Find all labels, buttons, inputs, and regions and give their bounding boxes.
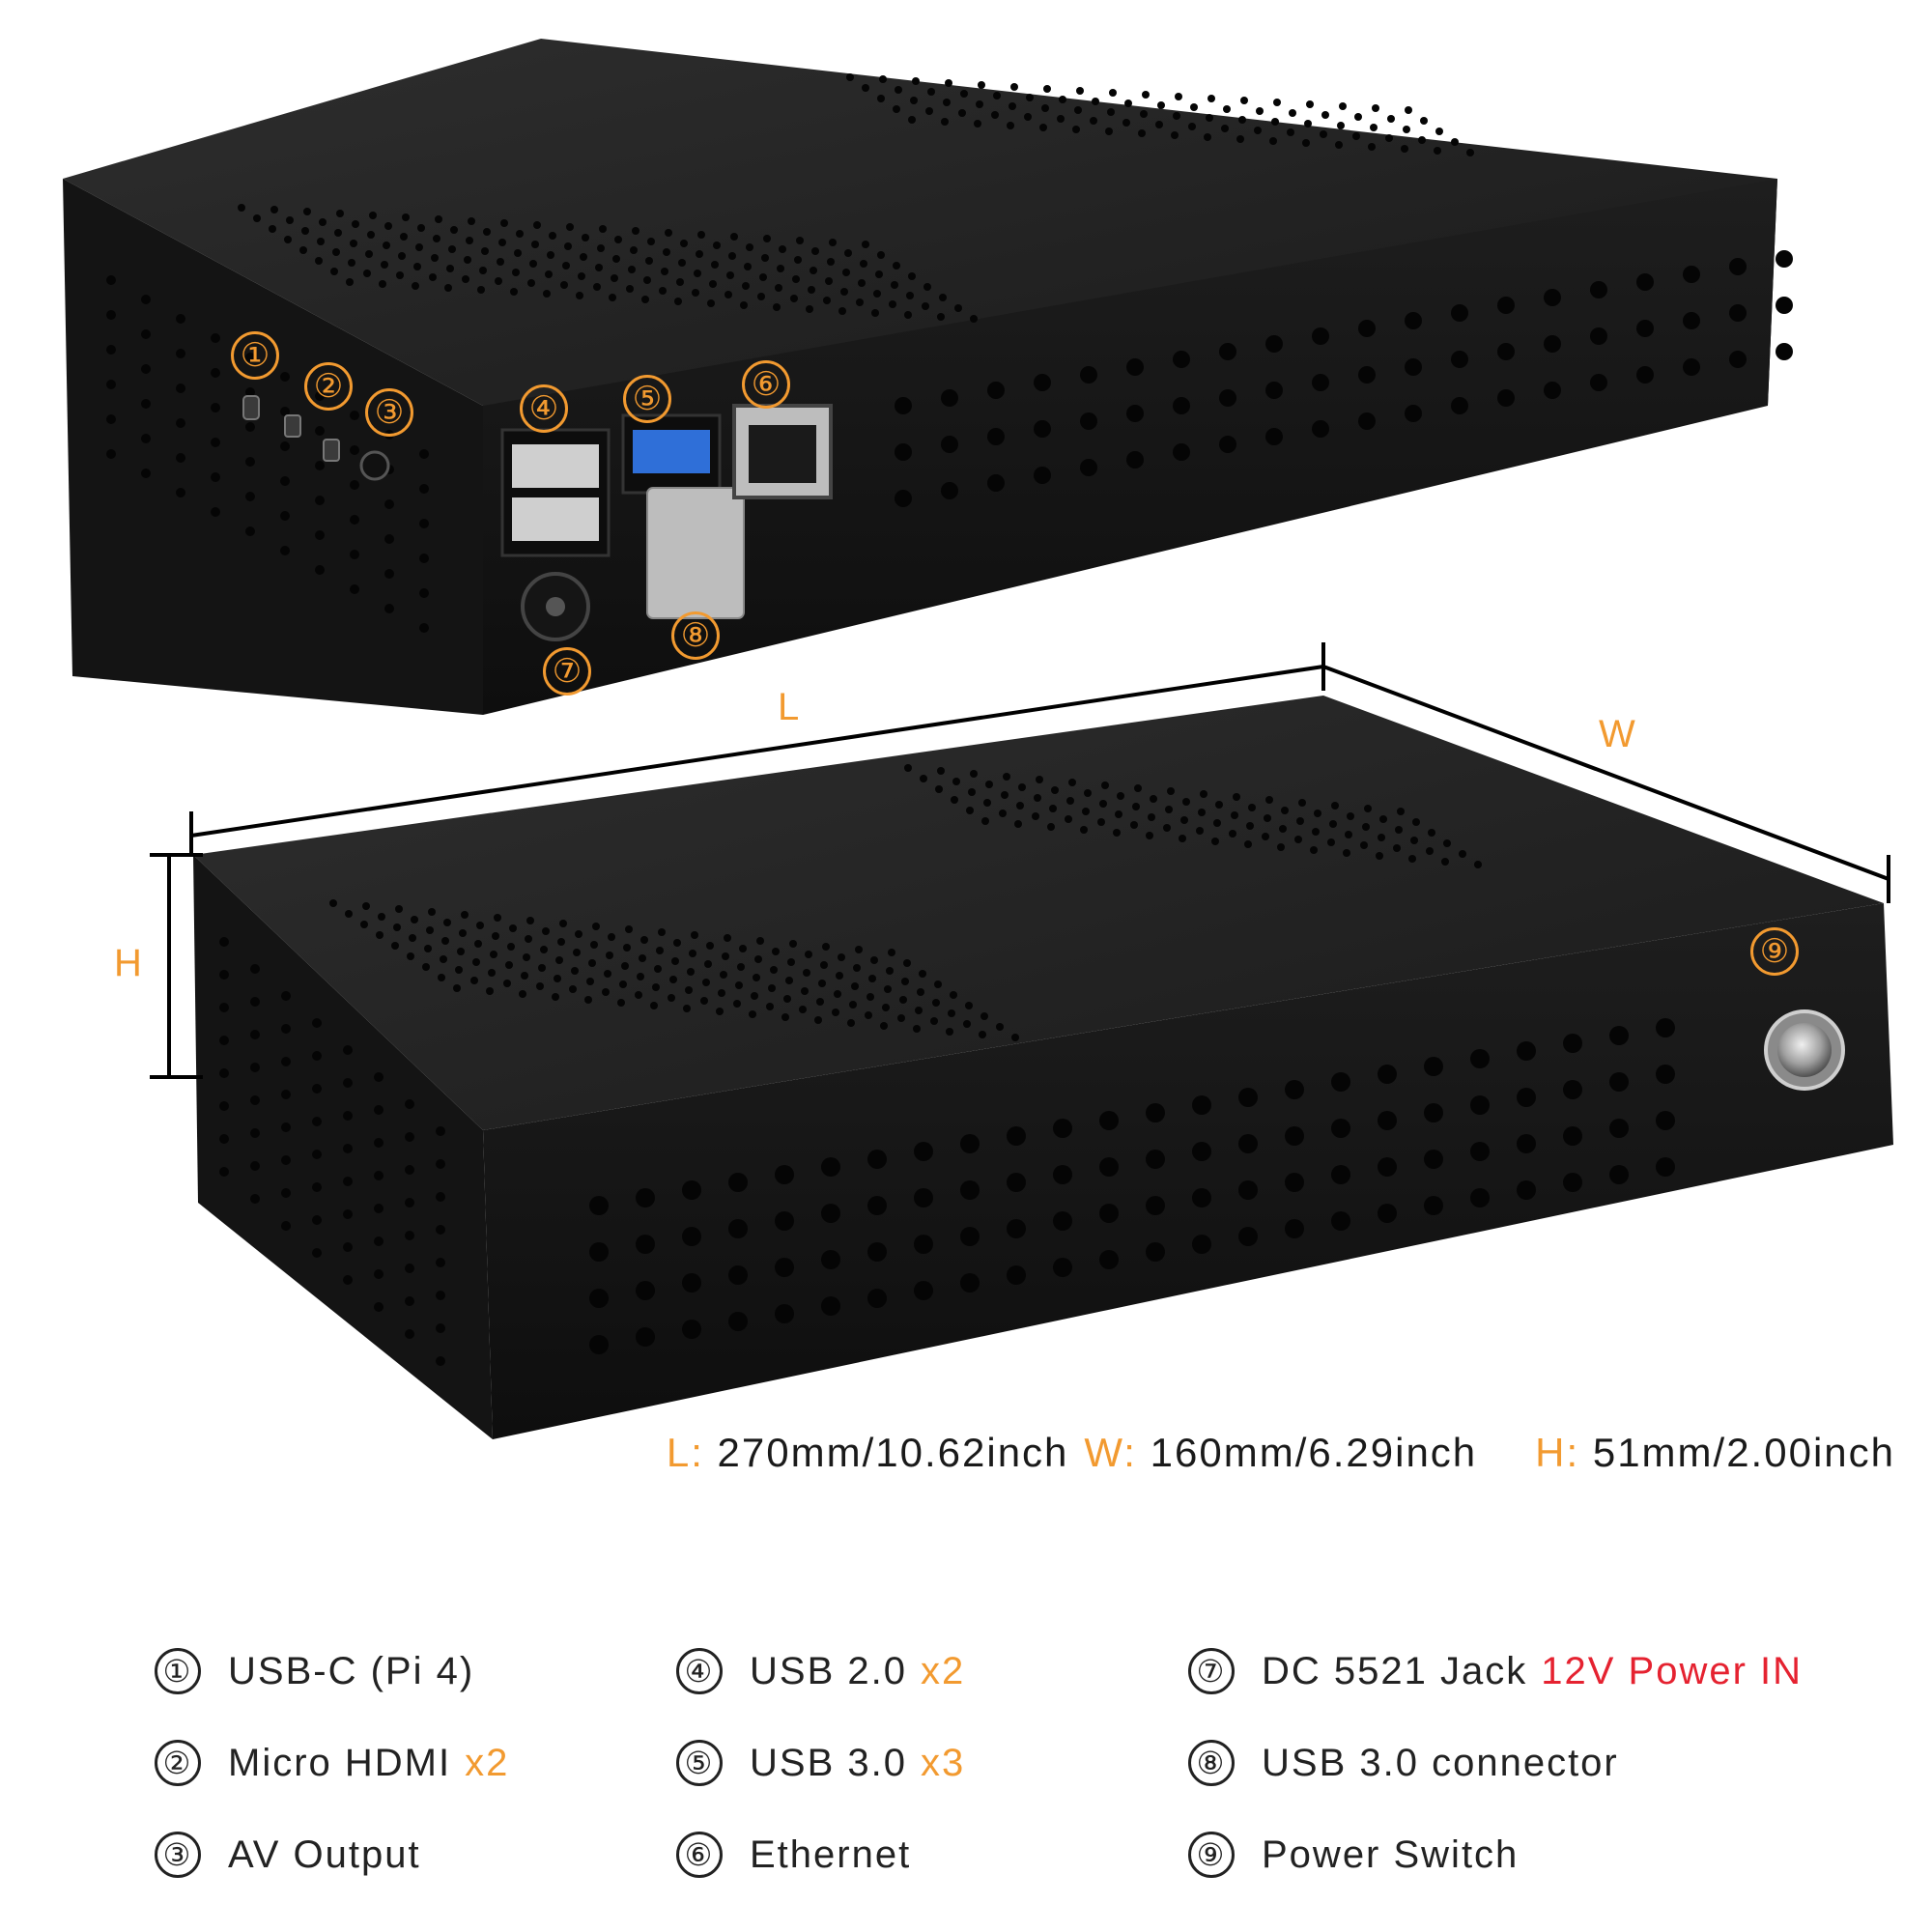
dc-jack-pin (546, 597, 565, 616)
legend-extra: x2 (465, 1741, 510, 1784)
legend-label: USB 2.0 (750, 1649, 907, 1692)
ethernet-port-inner (749, 425, 816, 483)
dim-w-key: W: (1084, 1430, 1137, 1475)
product-figure (63, 39, 1893, 1439)
legend-number: ⑦ (1188, 1648, 1235, 1694)
rear-case-left-side (63, 179, 483, 715)
dim-h: H: 51mm/2.00inch (1535, 1430, 1895, 1476)
micro-hdmi-port-2 (323, 439, 340, 462)
legend-label: USB 3.0 connector (1262, 1741, 1619, 1784)
dim-h-key: H: (1535, 1430, 1580, 1475)
callout-7: ⑦ (543, 647, 591, 696)
legend-number: ④ (676, 1648, 723, 1694)
micro-hdmi-port-1 (284, 414, 301, 438)
dimensions-readout: L: 270mm/10.62inch W: 160mm/6.29inch H: … (0, 1430, 1895, 1488)
legend-number: ⑧ (1188, 1740, 1235, 1786)
dim-w-value: 160mm/6.29inch (1150, 1430, 1478, 1475)
legend-number: ⑤ (676, 1740, 723, 1786)
legend-item-usb2: ④ USB 2.0 x2 (676, 1623, 1188, 1719)
usb3-port (633, 430, 710, 473)
legend-item-dc-jack: ⑦ DC 5521 Jack 12V Power IN (1188, 1623, 1855, 1719)
rear-top-vent-holes (238, 73, 1474, 323)
port-legend: ① USB-C (Pi 4) ④ USB 2.0 x2 ⑦ DC 5521 Ja… (155, 1623, 1855, 1913)
callout-3: ③ (365, 388, 413, 437)
legend-item-usb3-connector: ⑧ USB 3.0 connector (1188, 1719, 1855, 1806)
callout-2: ② (304, 362, 353, 411)
front-case-top (193, 696, 1884, 1130)
legend-extra: 12V Power IN (1541, 1649, 1804, 1692)
dimension-lines (150, 642, 1890, 1079)
dim-l-value: 270mm/10.62inch (717, 1430, 1069, 1475)
callout-6: ⑥ (742, 360, 790, 409)
legend-extra: x2 (920, 1649, 966, 1692)
legend-label: USB 3.0 (750, 1741, 907, 1784)
rear-back-vent-holes (895, 250, 1793, 507)
legend-item-ethernet: ⑥ Ethernet (676, 1806, 1188, 1903)
dimension-letter-l: L (778, 686, 800, 728)
legend-label: DC 5521 Jack (1262, 1649, 1528, 1692)
legend-number: ⑨ (1188, 1832, 1235, 1878)
dim-l-key: L: (666, 1430, 704, 1475)
legend-number: ⑥ (676, 1832, 723, 1878)
legend-label: Micro HDMI (228, 1741, 452, 1784)
legend-number: ② (155, 1740, 201, 1786)
callout-4: ④ (520, 384, 568, 433)
legend-number: ① (155, 1648, 201, 1694)
length-line (190, 665, 1324, 838)
legend-item-usb-c: ① USB-C (Pi 4) (155, 1623, 676, 1719)
dimension-letter-w: W (1599, 713, 1635, 755)
front-side-vent-holes (219, 937, 445, 1366)
dim-l: L: 270mm/10.62inch (667, 1430, 1069, 1476)
power-switch-button (1777, 1023, 1832, 1077)
rear-side-vent-holes (106, 275, 429, 633)
dimension-letter-h: H (114, 942, 142, 984)
legend-label: Power Switch (1262, 1833, 1520, 1876)
usb2-port-b (512, 497, 599, 541)
callout-5: ⑤ (623, 375, 671, 423)
av-output-port (359, 450, 390, 481)
legend-item-micro-hdmi: ② Micro HDMI x2 (155, 1719, 676, 1806)
front-front-vent-holes (589, 1018, 1675, 1354)
usb3-adapter (646, 487, 745, 619)
callout-1: ① (231, 331, 279, 380)
legend-item-usb3: ⑤ USB 3.0 x3 (676, 1719, 1188, 1806)
legend-item-av-output: ③ AV Output (155, 1806, 676, 1903)
rear-case (63, 39, 1793, 715)
callout-8: ⑧ (671, 611, 720, 660)
usb2-port-a (512, 444, 599, 488)
usb-c-port (242, 395, 260, 420)
legend-number: ③ (155, 1832, 201, 1878)
front-case-left-side (193, 855, 493, 1439)
legend-label: AV Output (228, 1833, 421, 1876)
front-top-vent-holes (329, 764, 1482, 1041)
legend-item-power-switch: ⑨ Power Switch (1188, 1806, 1855, 1903)
dim-h-value: 51mm/2.00inch (1592, 1430, 1895, 1475)
callout-9: ⑨ (1750, 927, 1799, 976)
legend-label: Ethernet (750, 1833, 912, 1876)
legend-label: USB-C (Pi 4) (228, 1649, 475, 1692)
width-line (1322, 665, 1889, 881)
front-case (193, 696, 1893, 1439)
legend-extra: x3 (920, 1741, 966, 1784)
dim-w: W: 160mm/6.29inch (1084, 1430, 1477, 1476)
